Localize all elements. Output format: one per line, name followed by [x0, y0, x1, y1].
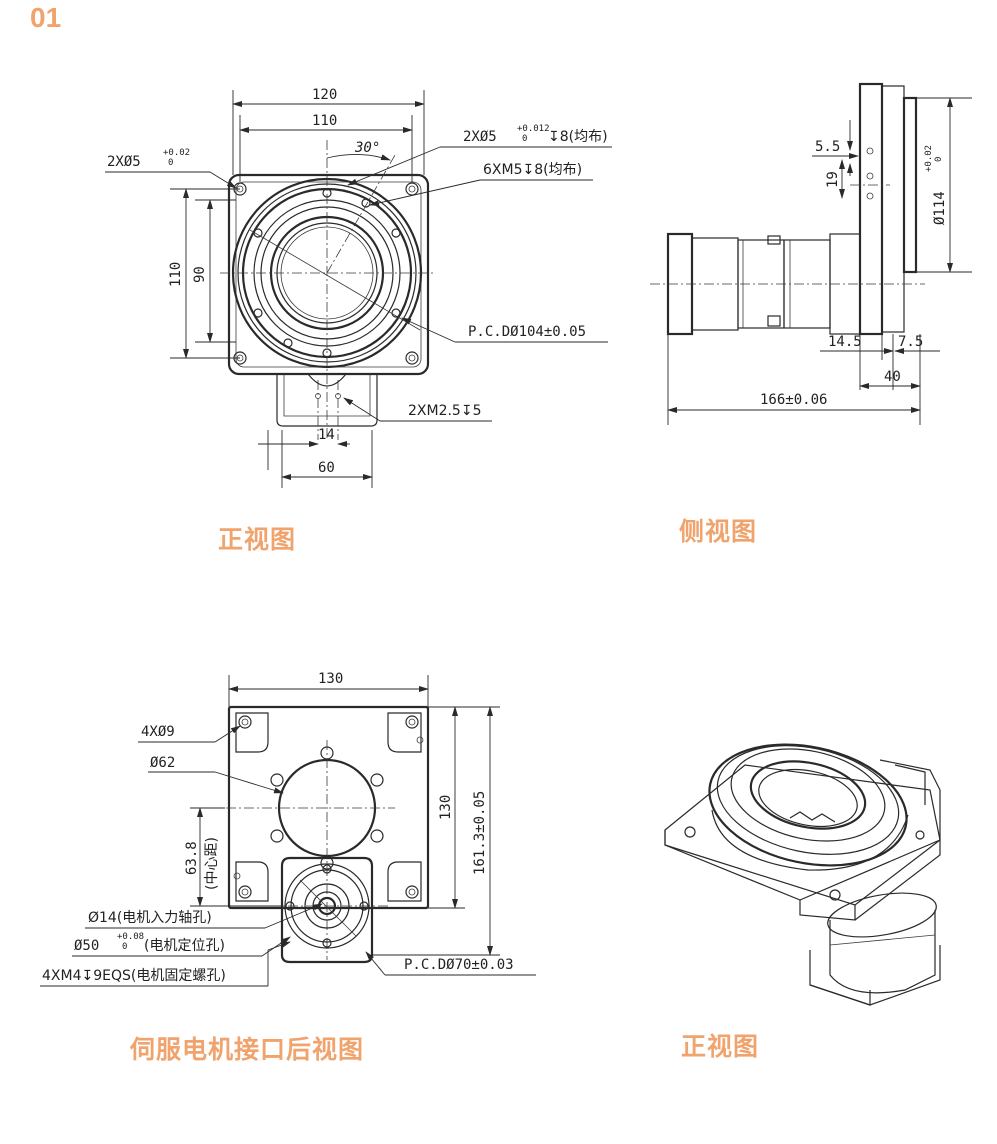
- front-pin-hole-left: 2XØ5: [107, 154, 141, 170]
- caption-rear-view: 伺服电机接口后视图: [130, 1035, 365, 1064]
- rear-shaft-hole: Ø14(电机入力轴孔): [88, 910, 212, 926]
- rear-view: 130 4XØ9 Ø62 63.8 (中心距) 130 161.3±0.05 Ø…: [40, 671, 536, 987]
- front-angle-30: 30°: [354, 140, 380, 156]
- side-dim-5-5: 5.5: [815, 139, 840, 155]
- page-number: 01: [30, 2, 62, 33]
- rear-hole-4x9: 4XØ9: [141, 724, 175, 740]
- side-dim-40: 40: [884, 369, 901, 385]
- front-thread-6xm5: 6XM5↧8(均布): [483, 162, 582, 178]
- front-view: 120 110 30° 110 90 2XØ5 +0.02 0 2XØ5 +0.…: [105, 87, 612, 488]
- front-pin-hole-right-tol0: 0: [522, 134, 527, 144]
- front-pin-hole-left-tol0: 0: [168, 158, 173, 168]
- rear-locate-text: (电机定位孔): [144, 938, 225, 954]
- side-dim-7-5: 7.5: [898, 334, 923, 350]
- front-pin-hole-right-tol: +0.012: [517, 124, 550, 134]
- front-bolt-holes: [253, 188, 401, 358]
- front-dim-60: 60: [318, 460, 335, 476]
- front-dim-14: 14: [318, 427, 335, 443]
- rear-dim-63-8: 63.8: [184, 841, 200, 875]
- front-flange-outline: [227, 173, 430, 376]
- caption-side-view: 侧视图: [679, 517, 758, 546]
- front-pin-hole-left-tol: +0.02: [163, 148, 190, 158]
- side-dia-114: Ø114: [932, 191, 948, 225]
- side-flange-plate: [858, 82, 884, 336]
- rear-pcd-70: P.C.DØ70±0.03: [404, 957, 514, 973]
- side-dim-19: 19: [825, 171, 841, 188]
- front-dim-height-90: 90: [192, 266, 208, 283]
- front-dim-110: 110: [312, 113, 337, 129]
- front-pin-hole-right: 2XØ5: [463, 129, 497, 145]
- caption-iso-view: 正视图: [681, 1032, 760, 1061]
- rear-corner-holes: [233, 715, 424, 899]
- rear-dim-130: 130: [318, 671, 343, 687]
- rear-dia-62: Ø62: [150, 755, 175, 771]
- front-pcd-104: P.C.DØ104±0.05: [468, 324, 586, 340]
- rear-dim-height-161: 161.3±0.05: [472, 791, 488, 875]
- caption-front-view: 正视图: [218, 525, 297, 554]
- front-dim-height-110: 110: [168, 262, 184, 287]
- front-pin-hole-right-depth: ↧8(均布): [548, 129, 608, 145]
- isometric-view: [664, 743, 941, 1006]
- side-dia-114-tol0: 0: [934, 157, 944, 162]
- rear-center-distance: (中心距): [204, 837, 220, 890]
- front-dim-120: 120: [312, 87, 337, 103]
- rear-dim-height-130: 130: [438, 795, 454, 820]
- front-bottom-tab: [276, 374, 378, 427]
- front-thread-2xm25: 2XM2.5↧5: [408, 403, 481, 419]
- rear-flange-outline: [227, 705, 430, 910]
- iso-outer-ring: [708, 743, 908, 867]
- side-view: 5.5 19 Ø114 +0.02 0 14.5 7.5 40 166±0.06: [650, 82, 972, 425]
- rear-locate-tol0: 0: [122, 942, 127, 952]
- rear-locate-dia: Ø50: [74, 938, 99, 954]
- side-dim-14-5: 14.5: [828, 334, 862, 350]
- side-dim-166: 166±0.06: [760, 392, 827, 408]
- rear-motor-screw: 4XM4↧9EQS(电机固定螺孔): [42, 968, 226, 984]
- side-dia-114-tol: +0.02: [924, 145, 934, 172]
- rear-locate-tol: +0.08: [117, 932, 144, 942]
